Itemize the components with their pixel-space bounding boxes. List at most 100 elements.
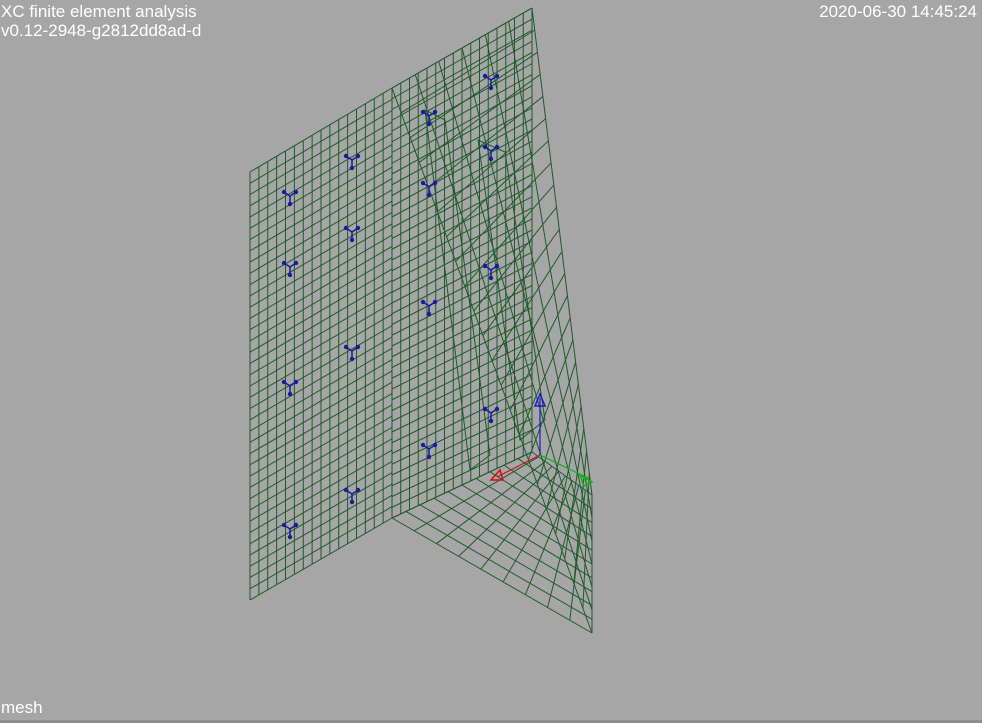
mesh-line [391, 96, 533, 175]
mesh-line [482, 229, 560, 337]
caption-label: mesh [1, 698, 43, 717]
mesh-line [391, 318, 533, 390]
mesh-line [391, 29, 533, 110]
fixed-support-tripod-icon [420, 299, 438, 317]
mesh-line [249, 155, 393, 241]
fixed-support-tripod-icon [281, 260, 299, 278]
mesh-line [249, 438, 393, 522]
mesh-line [573, 450, 588, 584]
supports [281, 73, 500, 540]
mesh-line [391, 451, 533, 519]
mesh-line [249, 291, 393, 376]
mesh-line [249, 494, 393, 578]
mesh-line [391, 440, 533, 508]
mesh-line [391, 418, 533, 487]
mesh-line [391, 517, 593, 634]
mesh-line [391, 262, 533, 336]
mesh-line [249, 87, 393, 173]
fixed-support-tripod-icon [420, 180, 438, 198]
mesh-line [518, 317, 571, 436]
mesh-line [405, 510, 593, 620]
mesh-line [249, 347, 393, 432]
fixed-support-tripod-icon [343, 153, 361, 171]
mesh-line [436, 461, 546, 544]
y-axis-arrow [539, 454, 594, 488]
mesh-line [391, 396, 533, 465]
fixed-support-tripod-icon [482, 73, 500, 91]
mesh-line [509, 295, 568, 411]
mesh-line [475, 477, 593, 551]
fixed-support-tripod-icon [343, 225, 361, 243]
x-axis-arrow [489, 454, 541, 481]
mesh-line [503, 464, 593, 524]
mesh-member-outline [424, 109, 491, 471]
mesh-line [480, 470, 560, 570]
mesh-line [249, 393, 393, 477]
mesh-line [249, 472, 393, 556]
mesh-line [249, 223, 393, 308]
fixed-support-tripod-icon [281, 189, 299, 207]
mesh-line [249, 98, 393, 184]
mesh-line [455, 162, 552, 262]
mesh-line [391, 407, 533, 476]
mesh-line [249, 359, 393, 443]
mesh-line [517, 458, 593, 510]
fixed-support-tripod-icon [482, 144, 500, 162]
mesh-line [249, 313, 393, 398]
mesh-line [546, 384, 579, 510]
mesh-line [447, 491, 593, 579]
mesh-wall-back [391, 7, 533, 519]
mesh-line [391, 429, 533, 497]
mesh-line [249, 257, 393, 342]
mesh-line [524, 480, 573, 595]
mesh-line [569, 490, 586, 621]
mesh-line [391, 329, 533, 401]
mesh-line [391, 384, 533, 454]
mesh-line [391, 185, 533, 261]
timestamp: 2020-06-30 14:45:24 [819, 2, 977, 21]
mesh-line [391, 140, 533, 218]
mesh-line [391, 74, 533, 153]
mesh-line [527, 339, 574, 460]
mesh-line [446, 140, 549, 238]
mesh-line [564, 428, 585, 559]
mesh-line [249, 449, 393, 533]
mesh-line [473, 206, 557, 312]
mesh-line [249, 506, 393, 590]
mesh-line [249, 483, 393, 567]
mesh-line [391, 118, 533, 196]
mesh-line [391, 18, 533, 100]
fixed-support-tripod-icon [281, 522, 299, 540]
mesh-slab-bottom [391, 451, 593, 634]
mesh-line [249, 189, 393, 274]
mesh-line [391, 7, 533, 89]
mesh-line [433, 497, 593, 593]
mesh-line [249, 381, 393, 466]
fixed-support-tripod-icon [281, 379, 299, 397]
mesh-line [391, 174, 533, 250]
mesh-line [582, 472, 590, 609]
mesh-line [400, 29, 535, 114]
mesh-line [418, 74, 541, 163]
title-block: XC finite element analysis v0.12-2948-g2… [1, 2, 201, 40]
fixed-support-tripod-icon [482, 406, 500, 424]
mesh-line [249, 517, 393, 601]
mesh-line [391, 307, 533, 379]
mesh-line [391, 40, 533, 121]
mesh-line [391, 362, 533, 433]
fixed-support-tripod-icon [343, 487, 361, 505]
mesh-line [249, 370, 393, 455]
mesh-line [547, 485, 580, 608]
mesh-line [391, 273, 533, 347]
mesh-line [249, 268, 393, 353]
mesh-line [391, 107, 533, 186]
mesh-line [464, 184, 555, 287]
mesh-line [249, 234, 393, 319]
mesh-line [249, 212, 393, 297]
mesh-line [391, 151, 533, 229]
mesh-line [249, 404, 393, 488]
mesh-line [502, 475, 566, 583]
mesh-line [249, 336, 393, 421]
mesh-line [391, 129, 533, 207]
